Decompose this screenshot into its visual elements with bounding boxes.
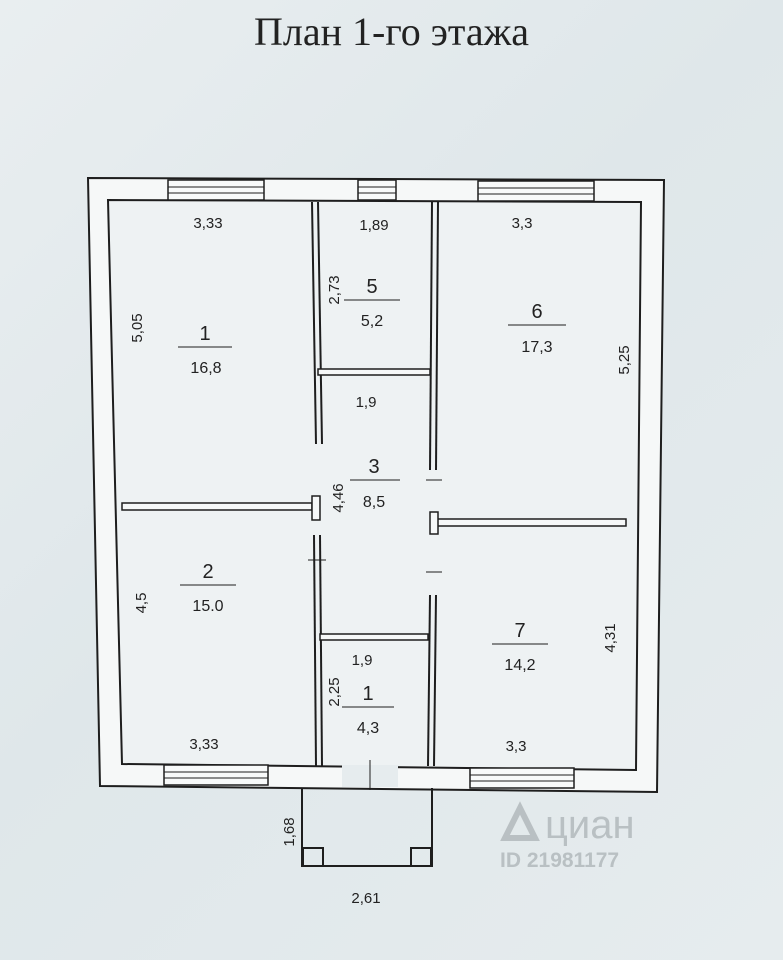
room-3-area: 8,5 bbox=[363, 494, 385, 511]
room-2-area: 15.0 bbox=[192, 598, 223, 615]
room-2-number: 2 bbox=[202, 561, 213, 583]
room-1-area: 4,3 bbox=[357, 720, 379, 737]
dim-room1-top: 1,9 bbox=[352, 652, 373, 669]
dim-room5-side: 2,73 bbox=[326, 275, 343, 304]
dim-room4-side: 5,05 bbox=[129, 313, 146, 342]
bottom-openings bbox=[163, 760, 575, 790]
dim-room6-side: 5,25 bbox=[616, 345, 633, 374]
room-6-number: 6 bbox=[531, 301, 542, 323]
dim-room2-bottom: 3,33 bbox=[189, 736, 218, 753]
porch bbox=[301, 788, 433, 867]
dim-hall-upper-width: 1,9 bbox=[356, 394, 377, 411]
room-5-number: 5 bbox=[366, 276, 377, 298]
room-4-label: 1 16,8 bbox=[178, 323, 232, 377]
dim-porch-side: 1,68 bbox=[281, 817, 298, 846]
plan-title: План 1-го этажа bbox=[253, 9, 530, 54]
room-5-label: 5 5,2 bbox=[344, 276, 400, 330]
dim-room7-side: 4,31 bbox=[602, 623, 619, 652]
room-5-area: 5,2 bbox=[361, 313, 383, 330]
dim-room6-top: 3,3 bbox=[512, 215, 533, 232]
dim-room7-bottom: 3,3 bbox=[506, 738, 527, 755]
room-1-number: 1 bbox=[362, 683, 373, 705]
watermark-id: ID 21981177 bbox=[500, 849, 619, 872]
room-3-number: 3 bbox=[368, 456, 379, 478]
watermark-brand: циан bbox=[545, 803, 635, 847]
room-4-area: 16,8 bbox=[190, 360, 221, 377]
outer-walls bbox=[86, 176, 666, 794]
room-4-number: 1 bbox=[199, 323, 210, 345]
room-6-area: 17,3 bbox=[521, 339, 552, 356]
room-7-area: 14,2 bbox=[504, 657, 535, 674]
dim-porch-width: 2,61 bbox=[351, 890, 380, 907]
watermark-brand-icon bbox=[500, 801, 540, 841]
room-3-label: 3 8,5 bbox=[350, 456, 400, 511]
dim-hall-side: 4,46 bbox=[330, 483, 347, 512]
interior-walls bbox=[121, 201, 627, 767]
room-7-number: 7 bbox=[514, 620, 525, 642]
dim-room1-side: 2,25 bbox=[326, 677, 343, 706]
room-6-label: 6 17,3 bbox=[508, 301, 566, 356]
room-7-label: 7 14,2 bbox=[492, 620, 548, 674]
room-1-label: 1 4,3 bbox=[342, 683, 394, 737]
dim-room2-side: 4,5 bbox=[133, 593, 150, 614]
dim-room5-top: 1,89 bbox=[359, 217, 388, 234]
watermark: циан ID 21981177 bbox=[500, 801, 635, 872]
room-2-label: 2 15.0 bbox=[180, 561, 236, 615]
top-windows bbox=[167, 179, 595, 202]
dim-room4-top: 3,33 bbox=[193, 215, 222, 232]
